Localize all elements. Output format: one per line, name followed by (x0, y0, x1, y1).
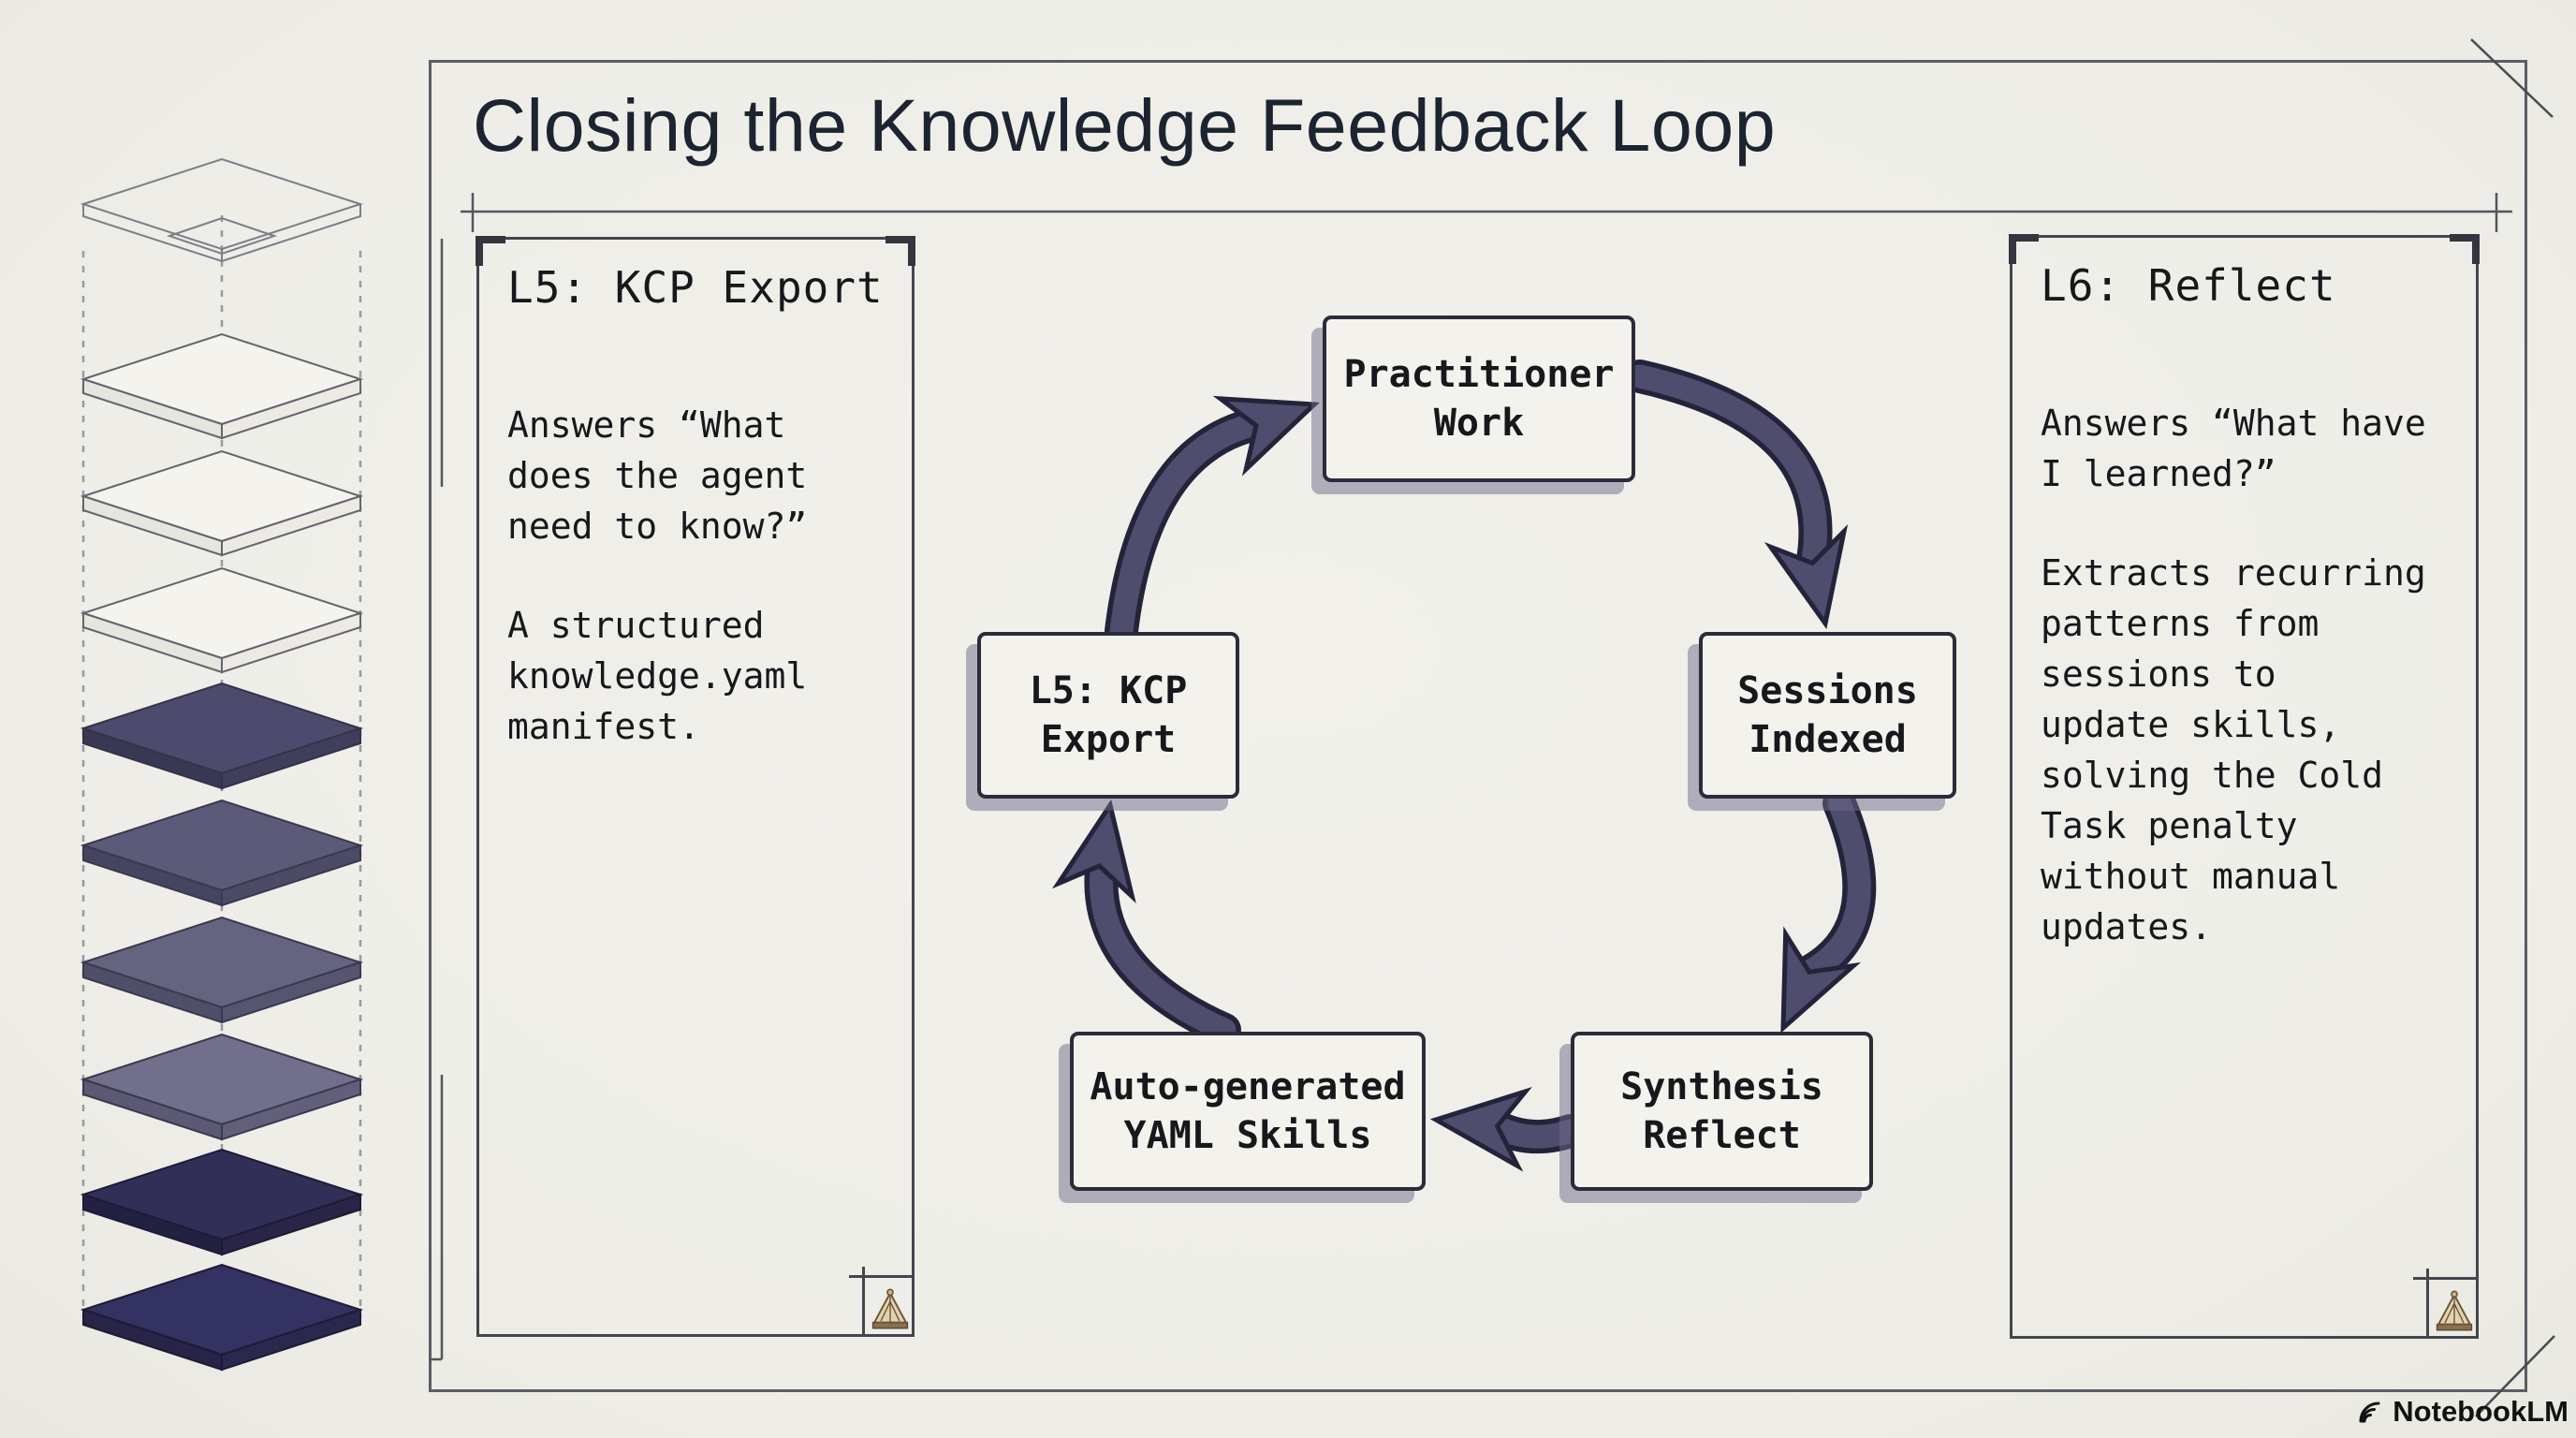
arrow-synthesis-to-auto (1429, 1086, 1588, 1172)
stack-slab-wireframe (80, 157, 364, 263)
seal-corner-box (2413, 1269, 2479, 1339)
stack-slab-navy-2 (80, 1263, 364, 1372)
loop-node-auto-generated-yaml-skills: Auto-generated YAML Skills (1070, 1032, 1426, 1191)
left-panel-paragraph-1: Answers “What does the agent need to kno… (507, 404, 808, 547)
seal-corner-box (849, 1267, 915, 1337)
drawing-frame (429, 60, 2527, 1392)
stack-slab-navy-1 (80, 1148, 364, 1256)
panel-corner-bracket (886, 236, 915, 266)
drafting-seal-icon (871, 1288, 909, 1329)
stack-slab-purple-1 (80, 682, 364, 790)
loop-node-label: Practitioner Work (1343, 353, 1615, 445)
arrow-kcp-to-practitioner (1105, 395, 1320, 648)
loop-node-label: Auto-generated YAML Skills (1090, 1065, 1406, 1157)
loop-node-label: Sessions Indexed (1737, 669, 1918, 761)
panel-corner-bracket (476, 236, 505, 266)
stack-slab-purple-4 (80, 1033, 364, 1141)
arrow-auto-to-kcp (1051, 799, 1241, 1047)
loop-node-sessions-indexed: Sessions Indexed (1699, 632, 1956, 799)
notebooklm-icon (2359, 1401, 2380, 1423)
drafting-seal-icon (2436, 1290, 2473, 1331)
stack-slab-white-1 (80, 332, 364, 440)
loop-node-practitioner-work: Practitioner Work (1323, 315, 1635, 482)
loop-node-kcp-export: L5: KCP Export (977, 632, 1239, 799)
loop-node-label: Synthesis Reflect (1620, 1065, 1823, 1157)
page-title: Closing the Knowledge Feedback Loop (473, 83, 1777, 167)
stack-slab-purple-3 (80, 916, 364, 1024)
loop-node-label: L5: KCP Export (1029, 669, 1188, 761)
loop-node-synthesis-reflect: Synthesis Reflect (1571, 1032, 1873, 1191)
stack-slab-purple-2 (80, 799, 364, 907)
right-panel-paragraph-2: Extracts recurring patterns from session… (2041, 551, 2426, 947)
right-panel-paragraph-1: Answers “What have I learned?” (2041, 403, 2426, 494)
stack-slab-white-2 (80, 449, 364, 557)
left-panel-paragraph-2: A structured knowledge.yaml manifest. (507, 604, 808, 747)
left-panel-heading: L5: KCP Export (507, 262, 884, 313)
brand-footer: NotebookLM (2357, 1395, 2569, 1429)
stack-slab-white-3 (80, 566, 364, 674)
right-panel: L6: Reflect Answers “What have I learned… (2009, 234, 2480, 1339)
brand-label: NotebookLM (2393, 1395, 2569, 1428)
panel-corner-bracket (2009, 234, 2039, 264)
layer-stack-illustration (80, 157, 364, 1372)
left-panel: L5: KCP Export Answers “What does the ag… (476, 236, 915, 1337)
arrow-practitioner-to-sessions (1623, 360, 1849, 630)
right-panel-heading: L6: Reflect (2041, 260, 2336, 311)
arrow-sessions-to-synthesis (1780, 786, 1877, 1034)
panel-corner-bracket (2450, 234, 2480, 264)
